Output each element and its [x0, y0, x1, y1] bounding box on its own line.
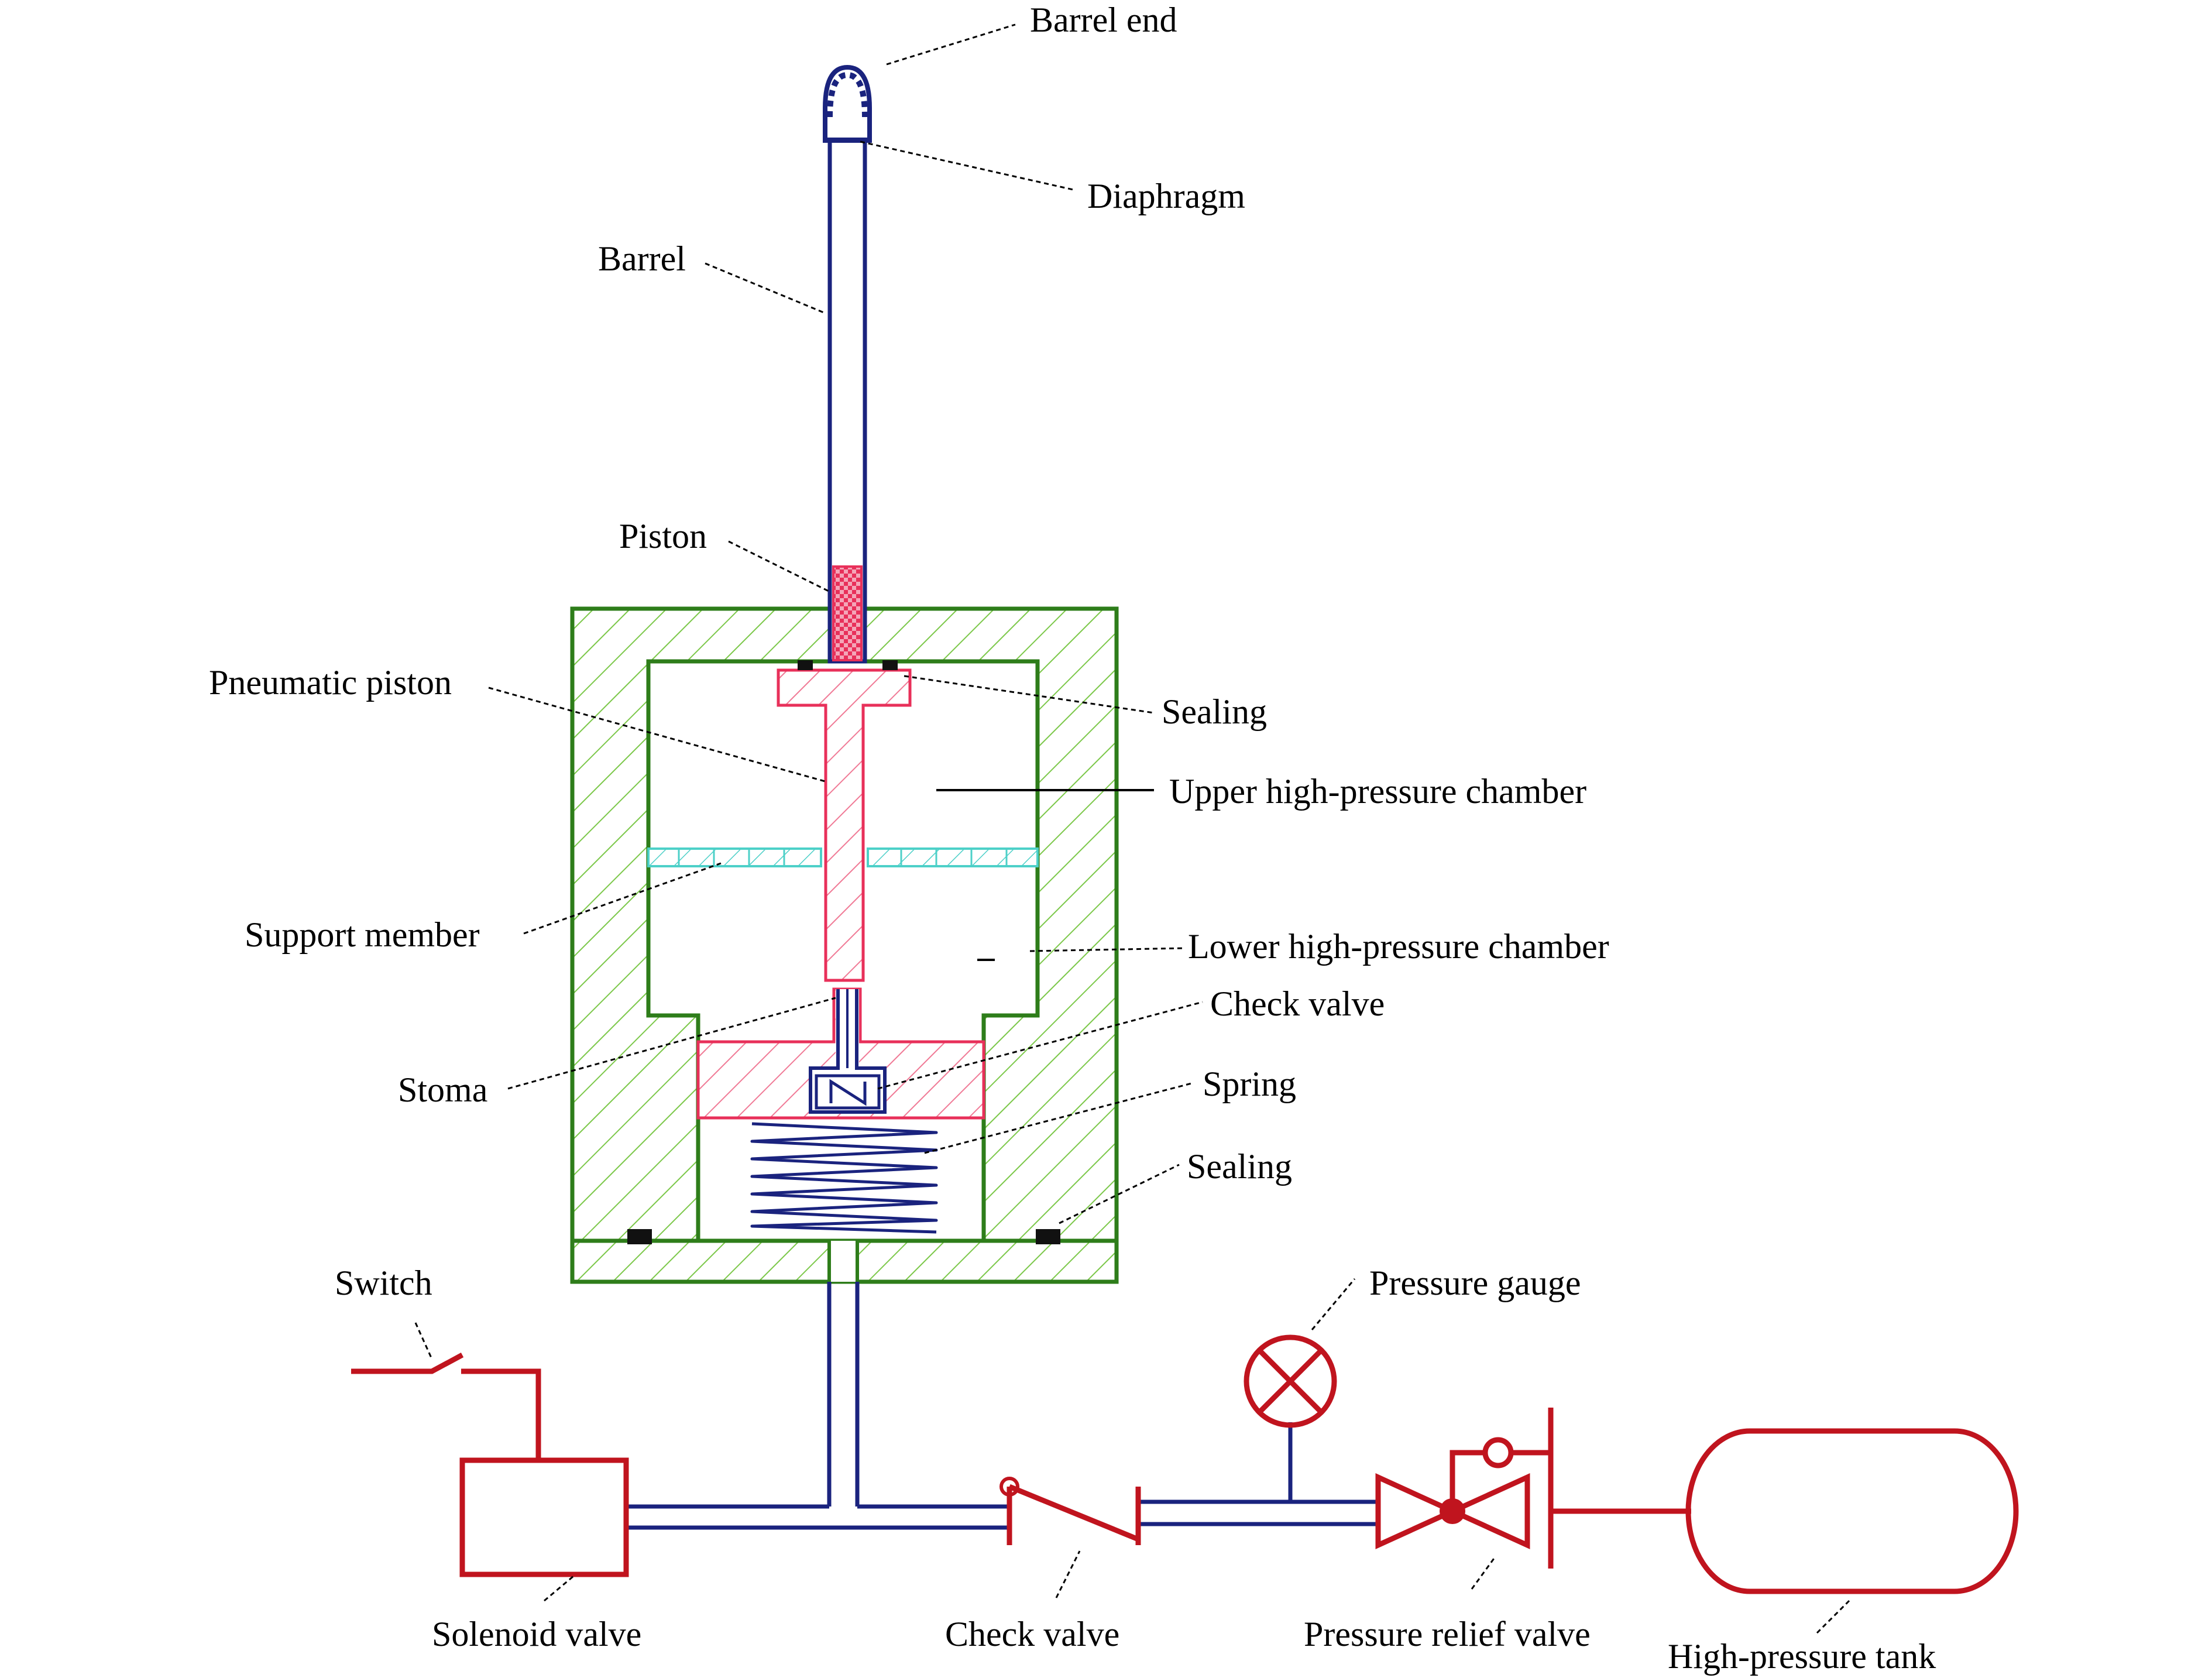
switch-symbol: [351, 1353, 464, 1374]
seal-top-left: [798, 660, 813, 670]
label-check-valve-line: Check valve: [945, 1615, 1119, 1653]
label-pneumatic-piston: Pneumatic piston: [209, 663, 452, 702]
label-barrel: Barrel: [598, 239, 686, 278]
leader-lines: [414, 23, 1850, 1634]
seal-left: [627, 1229, 652, 1244]
label-solenoid-valve: Solenoid valve: [432, 1615, 641, 1653]
pressure-relief-valve-symbol: [1375, 1473, 1530, 1549]
label-spring: Spring: [1203, 1065, 1296, 1103]
check-valve-line-symbol: [1008, 1484, 1139, 1542]
label-lower-chamber: Lower high-pressure chamber: [1188, 927, 1609, 966]
label-stoma: Stoma: [398, 1070, 487, 1109]
pressure-gauge-symbol: [1244, 1334, 1337, 1428]
label-piston: Piston: [619, 517, 707, 555]
valve-seat: [696, 987, 985, 1120]
label-barrel-end: Barrel end: [1030, 1, 1177, 39]
label-upper-chamber: Upper high-pressure chamber: [1169, 772, 1586, 811]
support-member: [647, 847, 1039, 867]
solenoid-valve-box: [459, 1457, 629, 1577]
piping: [626, 1282, 1378, 1530]
barrel: [823, 64, 872, 664]
label-sealing-bottom: Sealing: [1187, 1147, 1292, 1186]
seal-right: [1036, 1229, 1060, 1244]
spring: [750, 1122, 938, 1234]
label-diaphragm: Diaphragm: [1087, 177, 1245, 215]
high-pressure-tank-symbol: [1685, 1428, 2019, 1594]
pneumatic-piston: [777, 660, 912, 982]
seal-top-right: [882, 660, 898, 670]
label-check-valve-inner: Check valve: [1210, 984, 1385, 1023]
labels: Barrel end Diaphragm Barrel Piston Pneum…: [209, 1, 1936, 1676]
label-sealing-top: Sealing: [1162, 692, 1267, 731]
piston-body: [832, 565, 863, 661]
label-support-member: Support member: [245, 915, 480, 954]
label-pressure-relief-valve: Pressure relief valve: [1304, 1615, 1591, 1653]
label-high-pressure-tank: High-pressure tank: [1668, 1637, 1936, 1676]
inner-check-valve: [809, 989, 887, 1114]
external-circuit: [351, 1334, 2019, 1594]
label-switch: Switch: [335, 1264, 432, 1302]
label-pressure-gauge: Pressure gauge: [1369, 1264, 1581, 1302]
